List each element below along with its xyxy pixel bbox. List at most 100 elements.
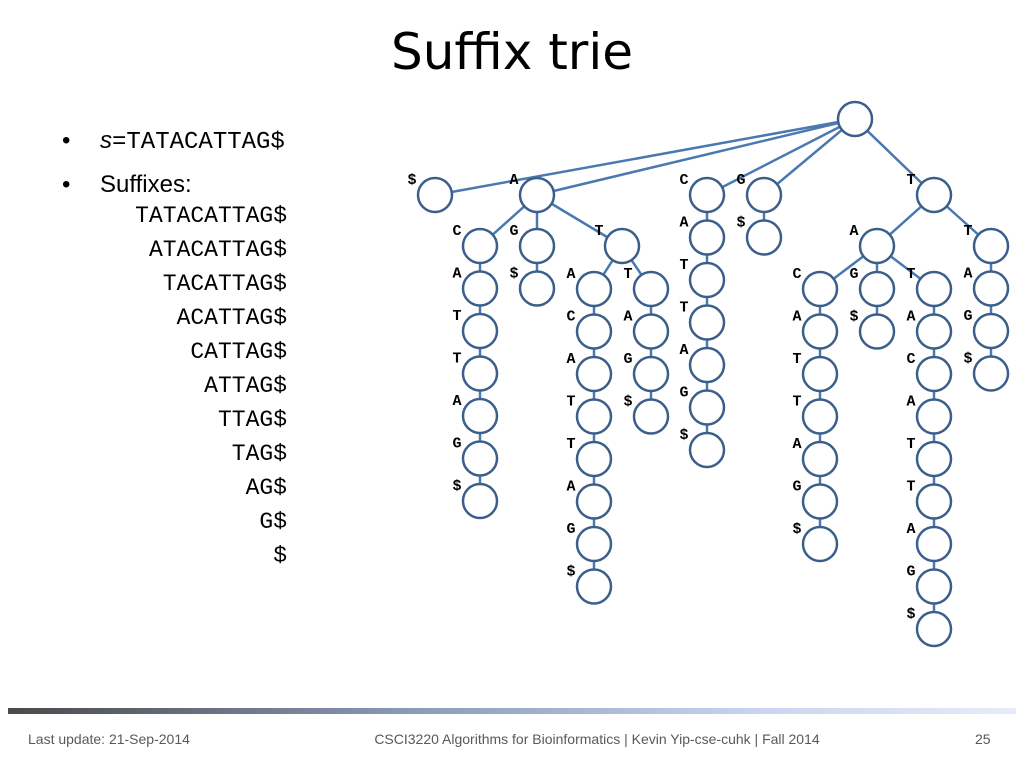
suffix-item: ATACATTAG$ <box>148 237 287 263</box>
trie-node <box>575 568 613 605</box>
edge-label: G <box>566 521 575 538</box>
trie-node <box>632 398 670 435</box>
trie-node <box>461 482 499 520</box>
suffix-item: ACATTAG$ <box>176 305 287 331</box>
trie-node <box>915 440 953 478</box>
edge-label: T <box>963 223 972 240</box>
trie-node <box>632 270 670 308</box>
slide-title: Suffix trie <box>390 23 634 81</box>
trie-node <box>688 431 726 469</box>
edge-label: A <box>679 214 688 231</box>
suffix-item: CATTAG$ <box>190 339 287 365</box>
edge-label: T <box>594 223 603 240</box>
trie-node <box>461 227 499 265</box>
edge-label: C <box>679 172 688 189</box>
edge-label: A <box>452 393 461 410</box>
edge-label: A <box>623 308 632 325</box>
suffix-item: $ <box>273 543 287 569</box>
trie-node <box>858 270 896 308</box>
edge-label: G <box>623 351 632 368</box>
trie-edge <box>763 118 856 196</box>
trie-node <box>801 483 839 520</box>
edge-label: G <box>452 435 461 452</box>
trie-node <box>836 100 874 138</box>
s-variable: s <box>100 127 112 154</box>
edge-label: T <box>792 393 801 410</box>
trie-node <box>745 219 783 256</box>
trie-node <box>688 346 726 384</box>
edge-label: A <box>566 351 575 368</box>
edge-label: A <box>906 521 915 538</box>
footer-divider <box>8 708 1016 714</box>
trie-node <box>972 355 1010 392</box>
edge-label: $ <box>566 563 575 580</box>
trie-node <box>416 176 454 214</box>
suffix-item: AG$ <box>245 475 287 501</box>
edge-label: G <box>849 266 858 283</box>
trie-node <box>858 227 896 265</box>
edge-label: G <box>963 308 972 325</box>
trie-node <box>461 312 499 350</box>
edge-label: C <box>566 308 575 325</box>
trie-node <box>575 525 613 563</box>
edge-label: A <box>792 436 801 453</box>
trie-node <box>972 312 1010 350</box>
suffix-list: TATACATTAG$ ATACATTAG$ TACATTAG$ ACATTAG… <box>96 199 287 573</box>
trie-edge <box>434 117 856 197</box>
trie-node <box>575 398 613 435</box>
trie-node <box>575 355 613 393</box>
trie-node <box>688 261 726 299</box>
edge-label: G <box>509 223 518 240</box>
edge-label: G <box>679 384 688 401</box>
edge-label: T <box>566 393 575 410</box>
trie-node <box>518 176 556 214</box>
edge-label: T <box>792 351 801 368</box>
trie-node <box>688 176 726 214</box>
edge-label: $ <box>849 308 858 325</box>
edge-label: $ <box>963 350 972 367</box>
suffix-item: TAG$ <box>231 441 287 467</box>
edge-label: A <box>452 265 461 282</box>
edge-label: $ <box>679 427 688 444</box>
trie-node <box>972 227 1010 265</box>
edge-label: $ <box>792 521 801 538</box>
s-value: =TATACATTAG$ <box>112 129 285 156</box>
footer-last-update: Last update: 21-Sep-2014 <box>28 731 190 747</box>
edge-label: G <box>906 563 915 580</box>
suffix-item: TATACATTAG$ <box>135 203 287 229</box>
bullet-dot: • <box>62 171 71 198</box>
edge-label: A <box>679 342 688 359</box>
trie-node <box>575 483 613 520</box>
trie-node <box>915 610 953 648</box>
trie-node <box>801 313 839 350</box>
edge-label: A <box>963 265 972 282</box>
edge-label: A <box>849 223 858 240</box>
edge-label: A <box>906 308 915 325</box>
suffix-item: TACATTAG$ <box>162 271 287 297</box>
bullet-string-s: • s=TATACATTAG$ <box>62 124 285 160</box>
edge-label: T <box>906 172 915 189</box>
trie-node <box>915 270 953 308</box>
trie-node <box>575 313 613 350</box>
trie-node <box>801 270 839 308</box>
trie-node <box>575 270 613 308</box>
trie-node <box>518 270 556 307</box>
edge-label: G <box>736 172 745 189</box>
edge-label: A <box>566 478 575 495</box>
trie-node <box>801 398 839 435</box>
suffix-item: G$ <box>259 509 287 535</box>
trie-edge <box>536 117 856 197</box>
edge-label: C <box>906 351 915 368</box>
trie-node <box>461 440 499 477</box>
edge-label: A <box>906 393 915 410</box>
edge-label: T <box>906 478 915 495</box>
trie-node <box>801 440 839 478</box>
bullet-dot: • <box>62 127 71 154</box>
trie-node <box>688 389 726 426</box>
bullet-suffixes: • Suffixes: <box>62 168 285 202</box>
bullet-list: • s=TATACATTAG$ • Suffixes: <box>62 124 285 202</box>
edge-label: T <box>566 436 575 453</box>
trie-node <box>915 483 953 520</box>
